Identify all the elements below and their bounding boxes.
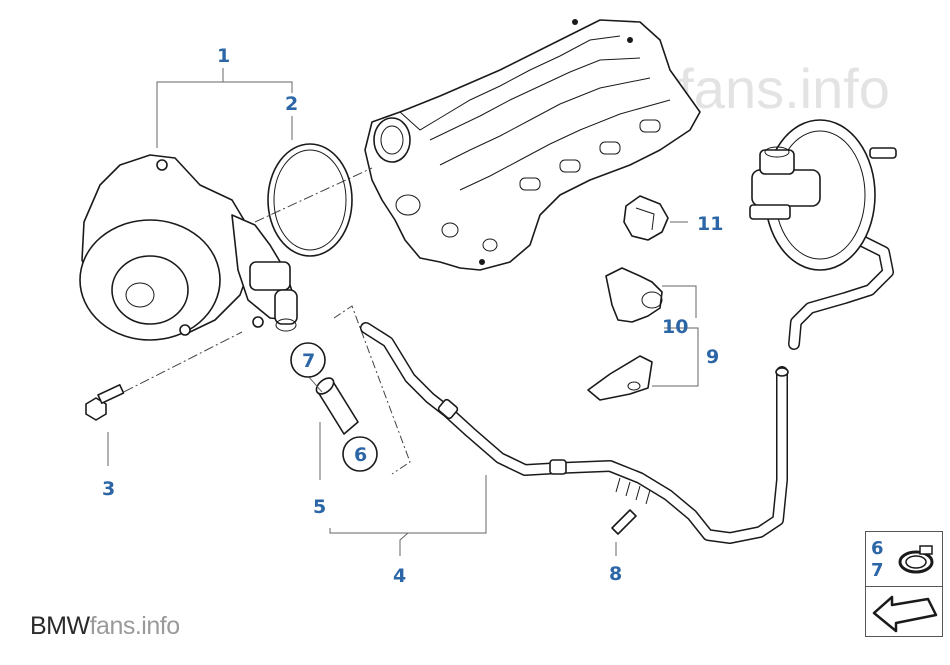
watermark-suffix: fans.info [89,612,181,640]
vacuum-pump [79,154,298,341]
legend-label-7: 7 [871,560,884,581]
short-hose-piece [315,377,359,435]
callout-7: 7 [302,350,315,372]
check-valve [623,195,669,241]
callout-5: 5 [313,496,326,518]
bracket [587,355,653,401]
hose-clip [611,509,637,535]
callout-6-circle: 6 [342,436,378,472]
site-watermark: BMWfans.info [30,612,180,641]
callout-9: 9 [706,346,719,368]
callout-10: 10 [662,316,688,338]
callout-3: 3 [102,478,115,500]
bolt [85,384,125,421]
callout-4: 4 [393,565,406,587]
callout-8: 8 [609,563,622,585]
center-line [254,167,373,223]
booster-hose [788,220,894,350]
callout-2: 2 [285,93,298,115]
clamp-legend[interactable]: 6 7 [866,532,942,587]
hose-set-bracket [333,305,411,475]
hose-clamp-icon [898,545,934,574]
navigation-box: 6 7 [865,531,943,637]
brake-booster [749,119,897,271]
bolt-center-line [107,331,243,401]
back-arrow-icon[interactable] [866,587,942,637]
vacuum-line [360,322,789,544]
watermark-brand: BMW [30,612,90,640]
cylinder-head [364,19,701,271]
callout-7-circle: 7 [290,342,326,378]
legend-label-6: 6 [871,538,884,559]
leader-lines [107,68,699,556]
callout-11: 11 [697,213,723,235]
hose-connector [605,267,663,323]
callout-1: 1 [217,45,230,67]
o-ring [267,143,353,257]
callout-6: 6 [354,444,367,466]
